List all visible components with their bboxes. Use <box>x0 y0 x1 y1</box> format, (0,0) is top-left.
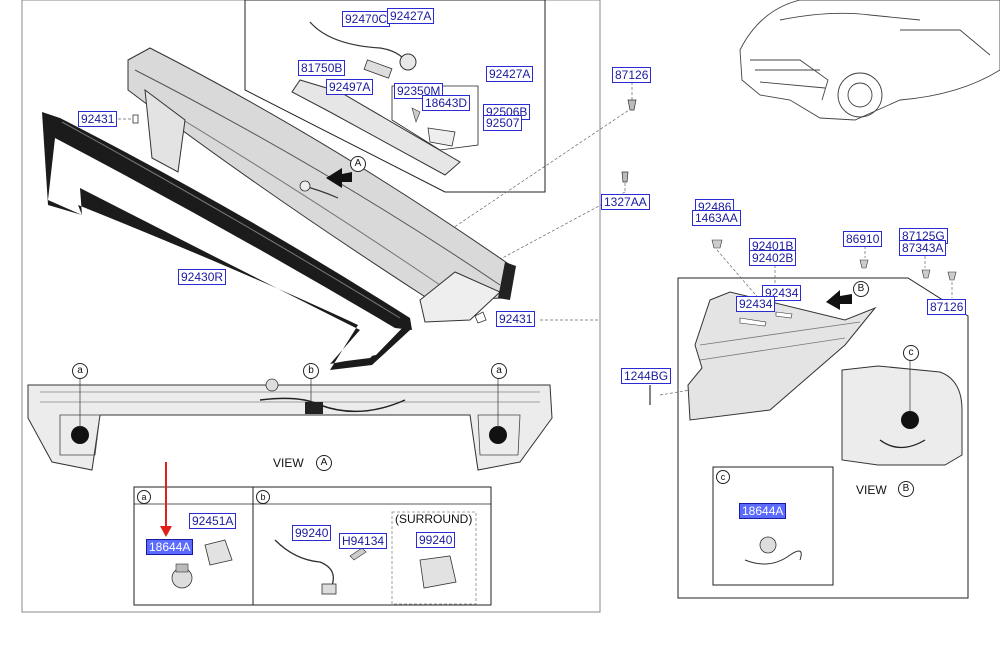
inset-box-top <box>244 0 546 193</box>
part-label-92427a[interactable]: 92427A <box>387 8 435 24</box>
callout-A-arrow: A <box>350 156 366 172</box>
part-label-87343a[interactable]: 87343A <box>899 240 947 256</box>
part-label-18644a-highlighted[interactable]: 18644A <box>146 539 194 555</box>
part-label-86910[interactable]: 86910 <box>843 231 883 247</box>
box-tag-a: a <box>137 490 151 504</box>
callout-a-right: a <box>491 363 507 379</box>
arrow-a <box>326 168 352 188</box>
garnish-bar <box>42 112 412 370</box>
part-label-81750b[interactable]: 81750B <box>298 60 346 76</box>
part-label-92430r[interactable]: 92430R <box>178 269 227 285</box>
part-label-h94134[interactable]: H94134 <box>339 533 388 549</box>
left-panel-frame <box>21 0 601 613</box>
view-b-drawing <box>841 365 963 466</box>
part-label-99240[interactable]: 99240 <box>292 525 332 541</box>
view-b-caption: VIEW <box>856 483 887 497</box>
callout-b: b <box>303 363 319 379</box>
right-panel-frame <box>677 277 969 599</box>
part-label-87126[interactable]: 87126 <box>612 67 652 83</box>
part-label-99240-2[interactable]: 99240 <box>416 532 456 548</box>
callout-B-arrow: B <box>853 281 869 297</box>
part-label-1244bg[interactable]: 1244BG <box>621 368 672 384</box>
part-label-92451a[interactable]: 92451A <box>189 513 237 529</box>
arrow-b <box>826 290 852 310</box>
tail-lamp <box>687 291 877 421</box>
callout-a-left: a <box>72 363 88 379</box>
part-label-92402b[interactable]: 92402B <box>749 250 797 266</box>
box-tag-b: b <box>256 490 270 504</box>
view-a-caption: VIEW <box>273 456 304 470</box>
part-label-92431-2[interactable]: 92431 <box>496 311 536 327</box>
surround-caption: (SURROUND) <box>395 512 473 526</box>
part-label-92507[interactable]: 92507 <box>483 115 523 131</box>
part-label-1327aa[interactable]: 1327AA <box>601 194 650 210</box>
detail-box-b-frame <box>252 486 492 606</box>
part-label-92427a-2[interactable]: 92427A <box>486 66 534 82</box>
box-tag-c: c <box>716 470 730 484</box>
callout-B-view: B <box>898 481 914 497</box>
part-label-87126-2[interactable]: 87126 <box>927 299 967 315</box>
part-label-1463aa[interactable]: 1463AA <box>692 210 741 226</box>
part-label-92431[interactable]: 92431 <box>78 111 118 127</box>
part-label-18644a-2-highlighted[interactable]: 18644A <box>739 503 787 519</box>
callout-c: c <box>903 345 919 361</box>
view-a-drawing <box>27 384 553 471</box>
part-label-18643d[interactable]: 18643D <box>422 95 471 111</box>
pointer-arrow-head <box>160 526 172 537</box>
detail-box-c-frame <box>712 466 834 586</box>
part-label-92434-2[interactable]: 92434 <box>736 296 776 312</box>
part-label-92497a[interactable]: 92497A <box>326 79 374 95</box>
callout-A-view: A <box>316 455 332 471</box>
vehicle-sketch <box>739 0 1000 121</box>
part-label-92470c[interactable]: 92470C <box>342 11 391 27</box>
